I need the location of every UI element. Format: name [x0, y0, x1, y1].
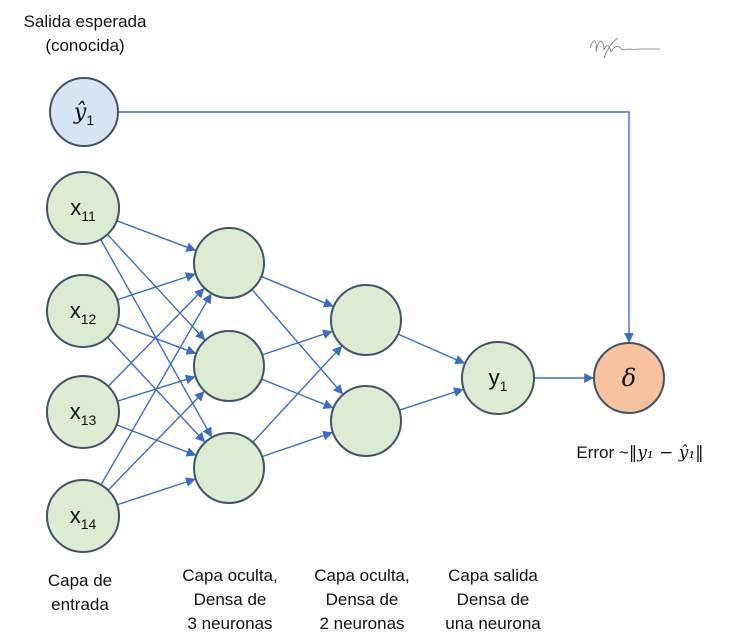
input-node-4-label: x14: [70, 503, 97, 532]
hidden-layer-2-line-3: 2 neuronas: [319, 614, 405, 633]
error-prefix: Error ~: [576, 443, 629, 462]
input-node-2-label-base: x: [70, 298, 81, 323]
signature-mark: [589, 37, 660, 59]
input-node-1: [46, 171, 120, 245]
expected-output-node-label: ŷ1: [73, 100, 94, 128]
hidden-layer-1-line-1: Capa oculta,: [182, 566, 278, 585]
edge-hidden1-2-to-hidden2-1: [261, 329, 333, 356]
edge-input-4-to-hidden1-3: [116, 477, 196, 506]
edge-input-4-to-hidden1-1: [100, 293, 212, 486]
error-formula: ‖y₁ − ŷ₁‖: [628, 443, 704, 463]
output-node: [461, 341, 535, 415]
hidden-layer-2-line-1: Capa oculta,: [314, 566, 410, 585]
input-node-3: [46, 375, 120, 449]
hidden-layer-2-line-2: Densa de: [325, 590, 399, 609]
input-layer-line-2: entrada: [51, 595, 109, 614]
edge-input-3-to-hidden1-1: [107, 288, 205, 387]
input-node-4-label-base: x: [70, 503, 81, 528]
hidden-layer-1-label: Capa oculta, Densa de 3 neuronas: [165, 564, 295, 636]
edge-input-4-to-hidden1-2: [107, 391, 205, 491]
hidden1-node-1: [193, 227, 265, 299]
input-node-4: [46, 479, 120, 553]
edge-hidden1-2-to-hidden2-2: [261, 378, 334, 409]
input-node-2-label: x12: [70, 298, 97, 327]
input-node-1-label-base: x: [70, 195, 81, 220]
input-layer-line-1: Capa de: [47, 571, 113, 590]
error-node: [593, 342, 665, 414]
hidden-layer-2-label: Capa oculta, Densa de 2 neuronas: [297, 564, 427, 636]
hidden1-node-2: [193, 330, 265, 402]
hidden1-node-3: [193, 432, 265, 504]
output-node-label: y1: [489, 365, 508, 394]
edge-hidden1-3-to-hidden2-1: [252, 345, 343, 443]
input-node-2: [46, 274, 120, 348]
edge-hidden1-3-to-hidden2-2: [261, 430, 333, 458]
input-node-1-label-subscript: 11: [81, 208, 96, 224]
expected-output-line-2: (conocida): [45, 36, 125, 55]
edge-hidden1-1-to-hidden2-1: [261, 275, 334, 308]
edge-input-2-to-hidden1-1: [116, 272, 196, 301]
hidden-layer-1-line-3: 3 neuronas: [187, 614, 273, 633]
expected-output-node-label-subscript: 1: [86, 112, 94, 128]
input-layer-label: Capa de entrada: [20, 569, 140, 617]
hidden2-node-1: [330, 284, 402, 356]
output-layer-line-1: Capa salida: [448, 566, 538, 585]
error-node-label: δ: [622, 364, 636, 392]
expected-output-label: Salida esperada (conocida): [0, 10, 170, 58]
edge-hidden1-1-to-hidden2-2: [251, 288, 344, 395]
input-node-4-label-subscript: 14: [81, 516, 97, 532]
expected-output-line-1: Salida esperada: [23, 12, 147, 31]
input-node-2-label-subscript: 12: [81, 311, 97, 327]
input-node-3-label-base: x: [70, 399, 81, 424]
expected-output-node-label-base: ŷ: [73, 100, 87, 125]
input-node-1-label: x11: [70, 195, 96, 224]
error-formula-label: Error ~‖y₁ − ŷ₁‖: [555, 441, 725, 465]
edge-input-1-to-hidden1-1: [116, 220, 197, 252]
hidden-layer-1-line-2: Densa de: [193, 590, 267, 609]
edge-hidden2-1-to-output: [397, 333, 466, 365]
output-node-label-subscript: 1: [500, 378, 508, 394]
output-layer-line-3: una neurona: [445, 614, 541, 633]
input-node-3-label: x13: [70, 399, 97, 428]
hidden2-node-2: [330, 385, 402, 457]
edge-expected-to-error: [118, 111, 634, 343]
expected-output-node: [49, 77, 119, 147]
output-node-label-base: y: [489, 365, 500, 390]
output-layer-line-2: Densa de: [456, 590, 530, 609]
connection-arrows: [100, 111, 634, 506]
edge-hidden2-2-to-output: [399, 387, 464, 411]
input-node-3-label-subscript: 13: [81, 412, 97, 428]
output-layer-label: Capa salida Densa de una neurona: [428, 564, 558, 636]
